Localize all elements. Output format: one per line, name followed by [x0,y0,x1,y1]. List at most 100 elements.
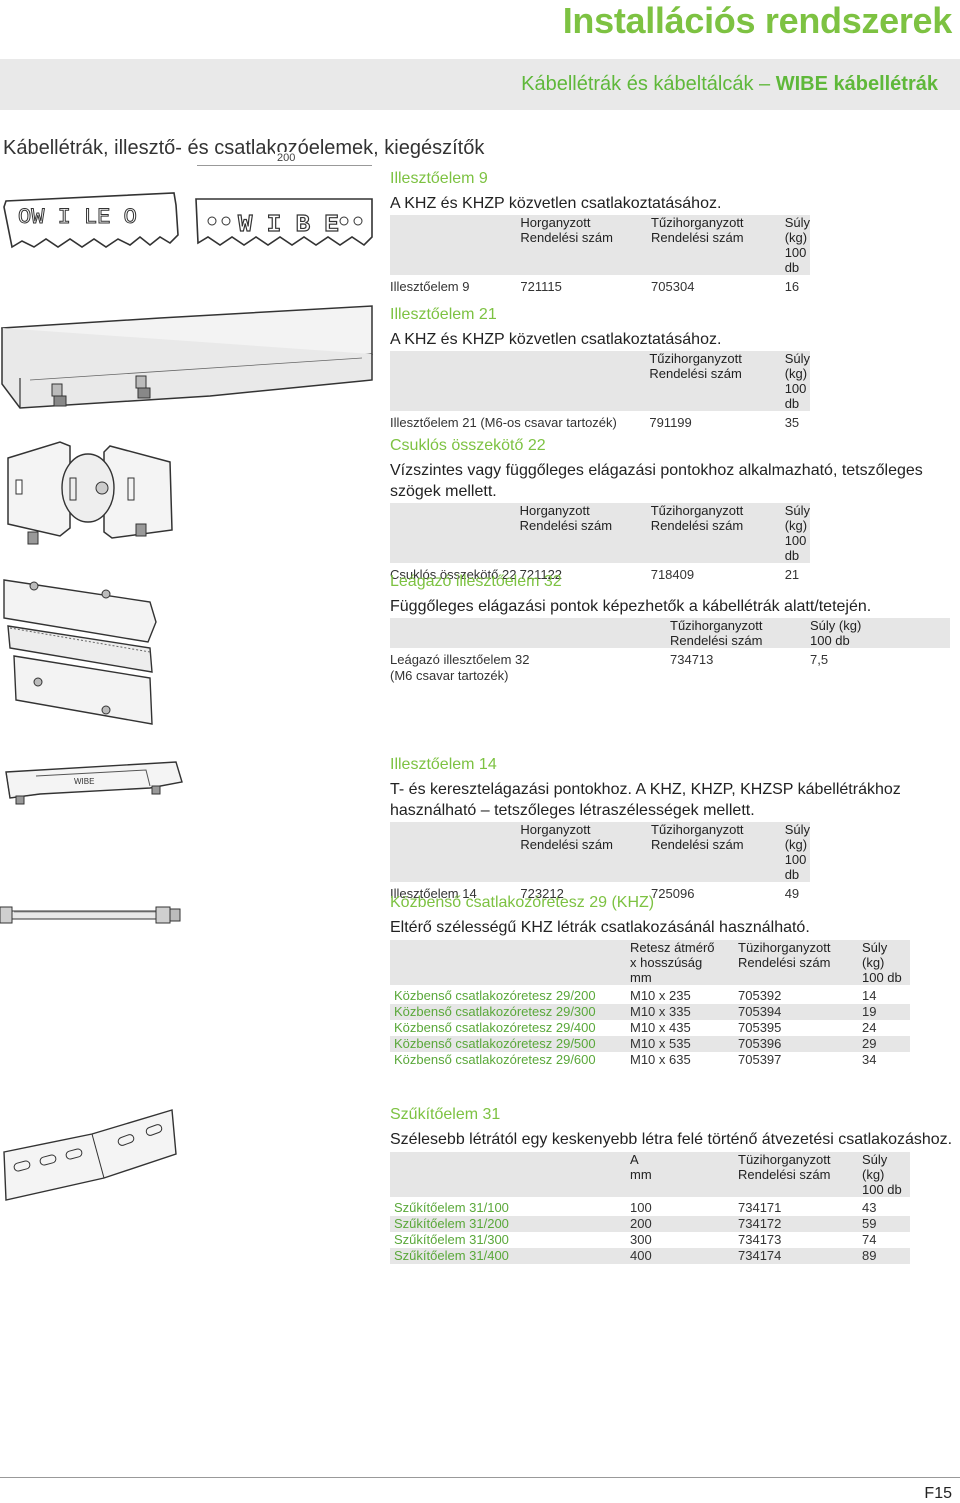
product-title: Közbenső csatlakozóretesz 29 (KHZ) [390,894,655,911]
product-description: T- és keresztelágazási pontokhoz. A KHZ,… [390,781,901,819]
table-cell: 21 [784,567,800,582]
table-cell: M10 x 335 [630,1004,691,1019]
table-row: Közbenső csatlakozóretesz 29/400 M10 x 43… [390,1020,910,1036]
product-illesztoelem-14: Illesztőelem 14 T- és keresztelágazási p… [390,756,950,906]
table-cell: Szűkítőelem 31/300 [394,1232,509,1247]
product-description: Szélesebb létrától egy keskenyebb létra … [390,1131,953,1148]
table-cell: 29 [862,1036,877,1051]
brand-title: Installációs rendszerek [562,0,953,41]
kozbenso-csatlakozoretesz-29-image [0,906,181,924]
table-cell: 725096 [651,886,695,901]
table-row: Illesztőelem 14 723212 725096 49 [390,882,810,906]
table-row: Közbenső csatlakozóretesz 29/500 M10 x 53… [390,1036,910,1052]
footer-divider [0,1477,960,1478]
table-cell: Szűkítőelem 31/200 [394,1216,509,1231]
table-cell: M10 x 535 [630,1036,691,1051]
col-header: Súly (kg)100 db [862,940,902,985]
table-cell: 19 [862,1004,877,1019]
illesztoelem-9-image: OW I LE O W I B E [3,192,373,249]
table-cell: 59 [862,1216,877,1231]
product-description: A KHZ és KHZP közvetlen csatlakoztatásáh… [390,195,722,212]
dimension-line: 200 [197,152,372,178]
table-cell: 14 [862,988,877,1003]
table-cell: 734171 [738,1200,782,1215]
col-header: Súly (kg)100 db [784,822,810,882]
table-cell: 49 [784,886,800,901]
col-header [390,822,520,882]
table-cell: Közbenső csatlakozóretesz 29/400 [394,1020,596,1035]
product-title: Szűkítőelem 31 [390,1106,501,1123]
product-description: Függőleges elágazási pontok képezhetők a… [390,598,872,615]
table-cell: 723212 [520,886,564,901]
table-cell: 705304 [651,279,695,294]
table-cell: 43 [862,1200,877,1215]
table-cell: M10 x 635 [630,1052,691,1067]
product-leagazo-illesztoelem-32: Leágazó illesztőelem 32 Függőleges elága… [390,573,950,688]
illesztoelem-21-image [0,305,373,409]
table-cell: 89 [862,1248,877,1263]
col-header [390,215,520,275]
table-cell: Illesztőelem 21 (M6-os csavar tartozék) [390,415,617,430]
product-title: Leágazó illesztőelem 32 [390,573,562,590]
table-row: Közbenső csatlakozóretesz 29/600 M10 x 63… [390,1052,910,1068]
product-description: Vízszintes vagy függőleges elágazási pon… [390,462,923,500]
table-cell: Illesztőelem 14 [390,886,477,901]
product-title: Illesztőelem 14 [390,756,497,773]
leagazo-illesztoelem-32-image [3,579,157,725]
col-header [390,618,670,648]
table-cell: 16 [784,279,800,294]
page-footer: F15 [0,1477,960,1502]
header-subtitle: Kábellétrák és kábeltálcák – WIBE kábell… [521,73,938,96]
dimension-label: 200 [275,152,298,164]
col-header [390,503,520,563]
product-illesztoelem-9: Illesztőelem 9 A KHZ és KHZP közvetlen c… [390,170,810,299]
table-cell: 74 [862,1232,877,1247]
table-cell: Közbenső csatlakozóretesz 29/500 [394,1036,596,1051]
table-cell: 718409 [650,567,695,582]
stamp-text-2: W I B E [238,212,339,239]
table-row: Szűkítőelem 31/100 100 734171 43 [390,1197,910,1216]
table-cell: 35 [784,415,800,430]
illesztoelem-14-image: WIBE [5,761,183,805]
table-cell: Közbenső csatlakozóretesz 29/600 [394,1052,596,1067]
table-cell: 200 [630,1216,652,1231]
stamp-text-1: OW I LE O [18,205,137,230]
table-cell: 734173 [738,1232,782,1247]
col-header: Súly (kg)100 db [784,215,810,275]
table-cell: Szűkítőelem 31/400 [394,1248,509,1263]
table-cell: 705395 [738,1020,782,1035]
product-csuklos-osszekoto-22: Csuklós összekötő 22 Vízszintes vagy füg… [390,437,950,587]
table-cell: 734713 [670,652,714,667]
table-cell: 734174 [738,1248,782,1263]
header-band: Kábellétrák és kábeltálcák – WIBE kábell… [0,59,960,110]
table-cell: 100 [630,1200,652,1215]
subtitle-bold: WIBE kábellétrák [775,73,938,95]
product-illesztoelem-21: Illesztőelem 21 A KHZ és KHZP közvetlen … [390,306,850,435]
table-cell: 24 [862,1020,877,1035]
table-row: Illesztőelem 21 (M6-os csavar tartozék) … [390,411,810,435]
table-cell: M10 x 435 [630,1020,691,1035]
table-cell: 791199 [649,415,692,430]
table-cell: 705392 [738,988,782,1003]
table-cell: 400 [630,1248,652,1263]
table-row: Szűkítőelem 31/400 400 734174 89 [390,1248,910,1264]
subtitle-main: Kábellétrák és kábeltálcák – [521,73,776,95]
col-header: Súly (kg)100 db [810,618,862,648]
table-cell: 705397 [738,1052,782,1067]
table-cell: Szűkítőelem 31/100 [394,1200,509,1215]
section-title: Kábellétrák, illesztő- és csatlakozóelem… [3,137,485,159]
